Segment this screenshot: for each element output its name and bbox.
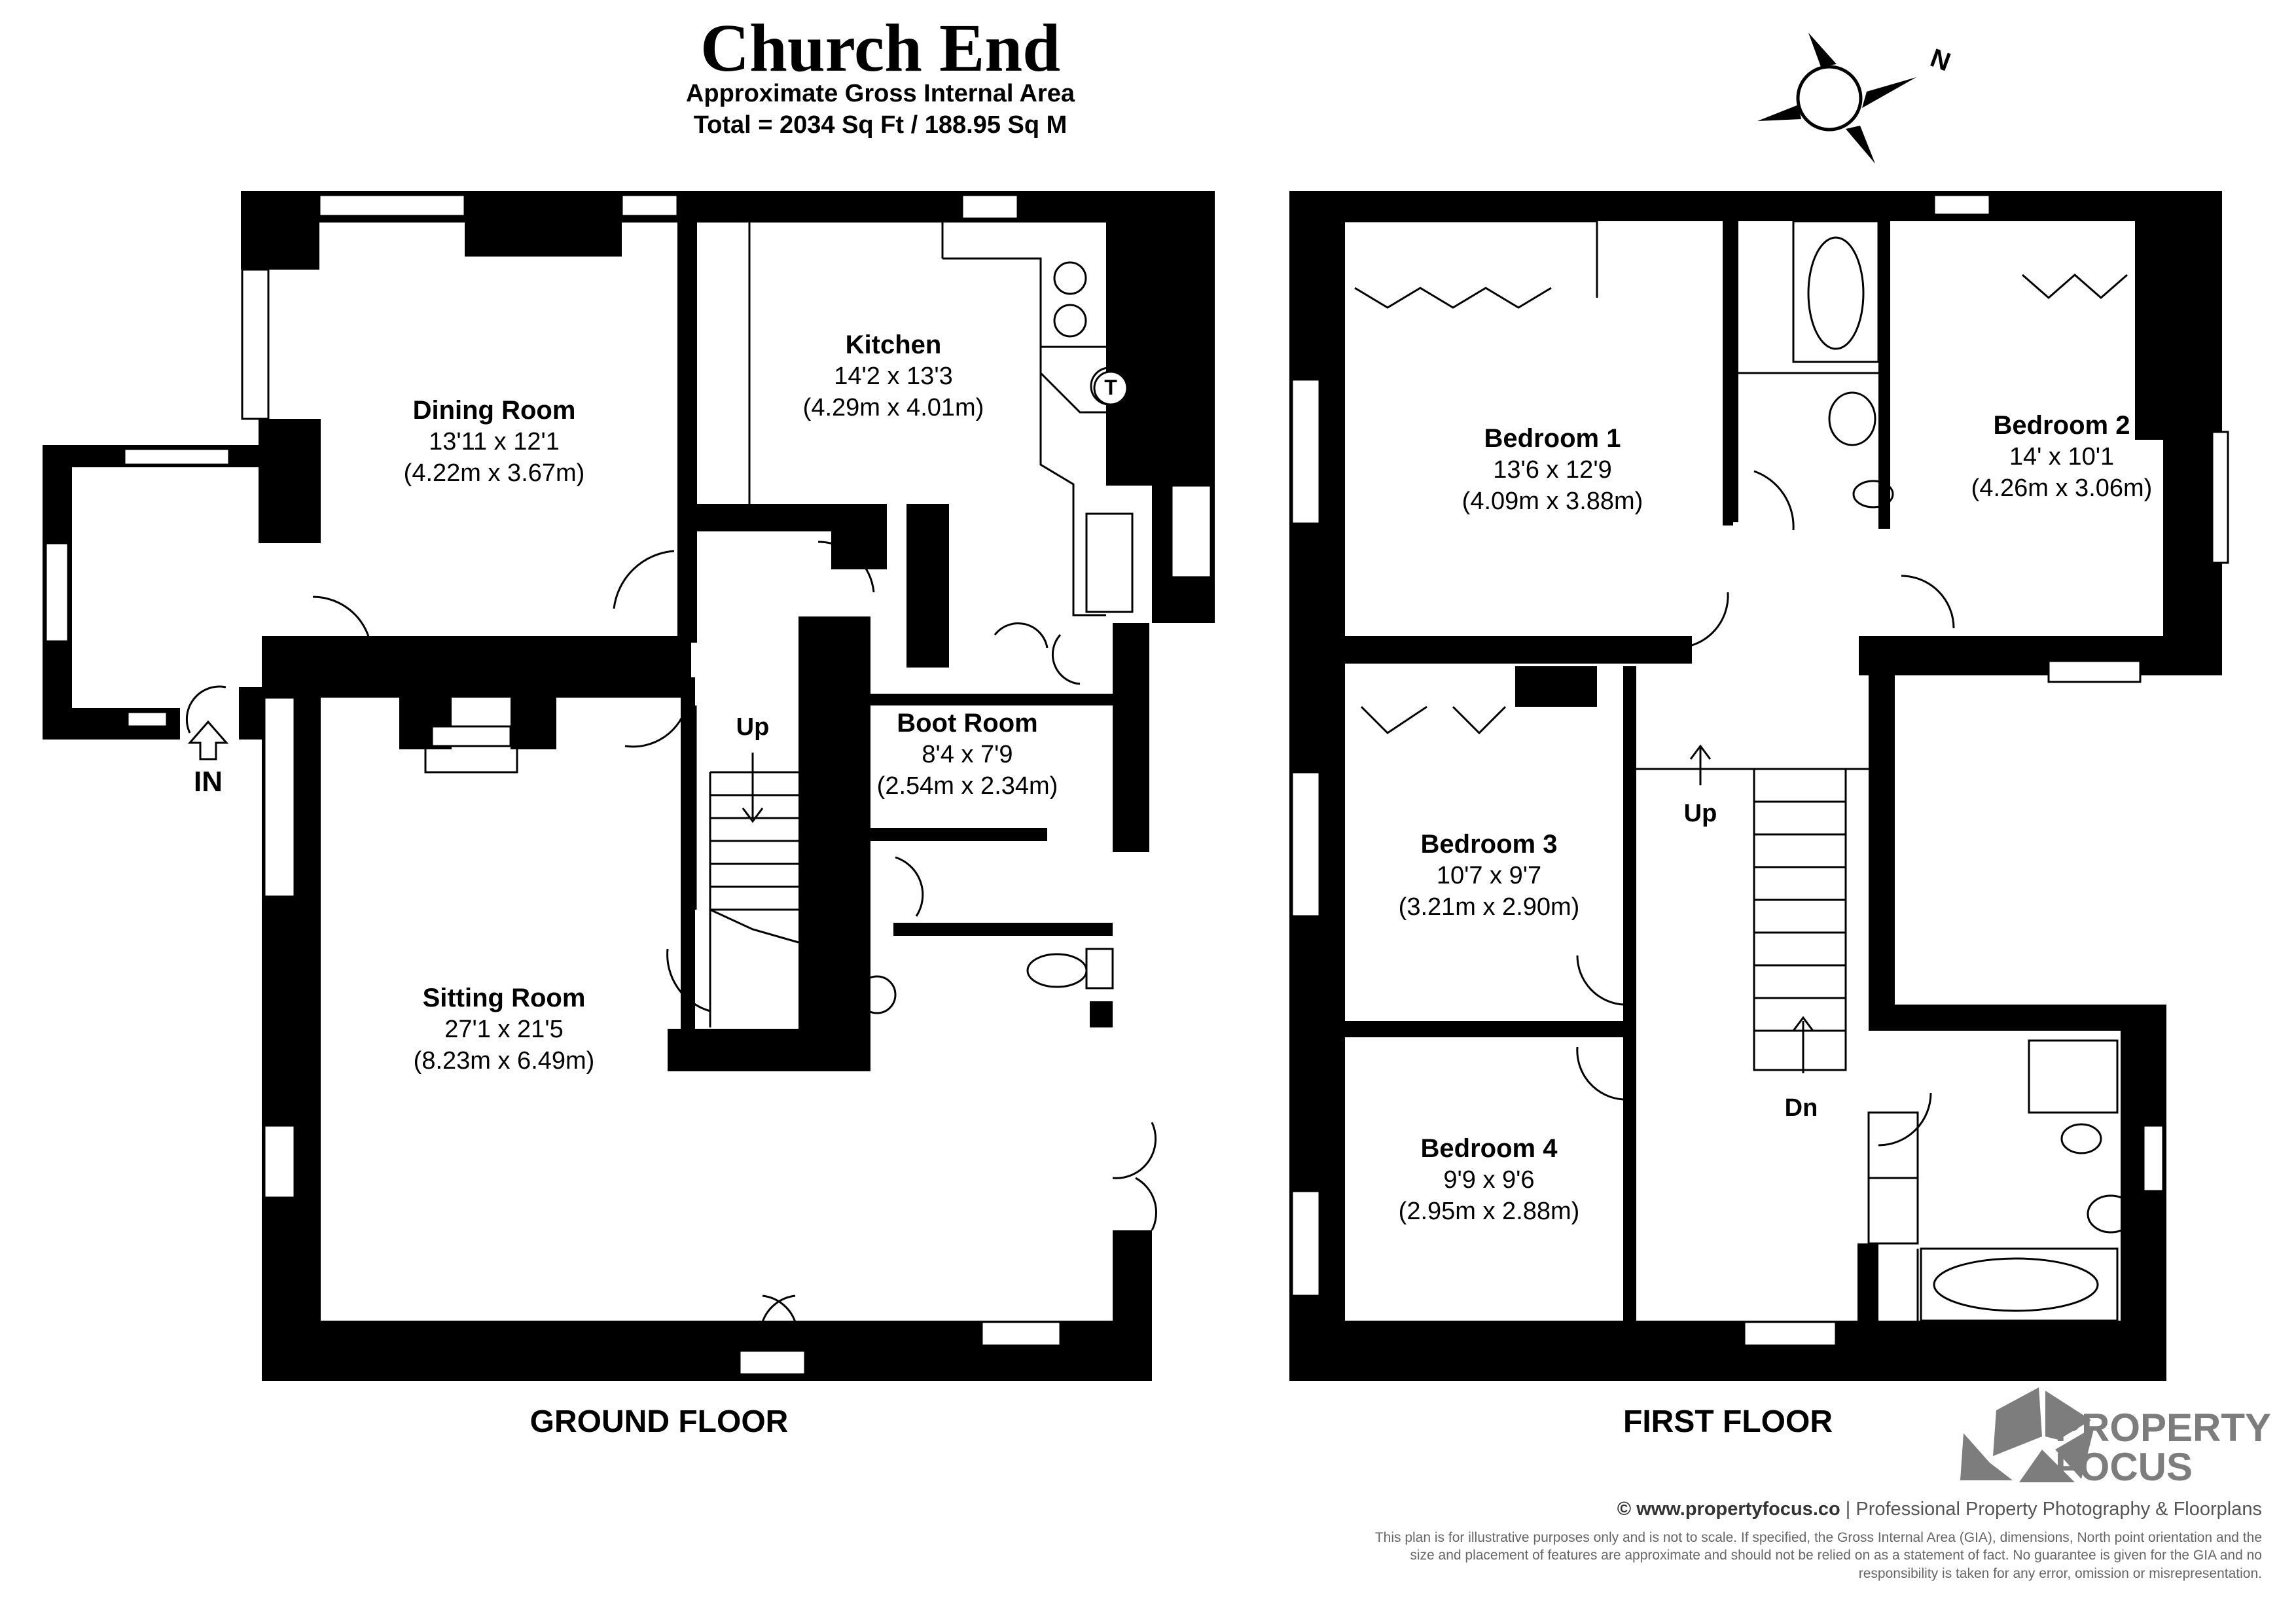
tank-label: T: [1104, 376, 1117, 399]
room-name: Bedroom 3: [1420, 830, 1558, 859]
room-size-metric: (4.26m x 3.06m): [1971, 474, 2153, 502]
room-bedroom-1: Bedroom 1 13'6 x 12'9 (4.09m x 3.88m): [1462, 422, 1643, 517]
room-size-metric: (2.95m x 2.88m): [1398, 1197, 1580, 1225]
ground-floor-label: GROUND FLOOR: [529, 1404, 789, 1439]
first-floor-walls: [1289, 191, 2222, 1381]
room-size-imperial: 14' x 10'1: [2009, 443, 2115, 471]
room-size-imperial: 14'2 x 13'3: [834, 363, 953, 390]
room-size-metric: (2.54m x 2.34m): [876, 772, 1058, 800]
first-floor-label: FIRST FLOOR: [1623, 1404, 1833, 1439]
stairs-down-first: Dn: [1784, 1094, 1818, 1122]
area-subtitle: Approximate Gross Internal Area: [685, 80, 1075, 107]
credit-separator: |: [1840, 1499, 1856, 1520]
credit-site: © www.propertyfocus.co: [1617, 1499, 1840, 1520]
room-size-metric: (3.21m x 2.90m): [1398, 893, 1580, 921]
area-total: Total = 2034 Sq Ft / 188.95 Sq M: [693, 111, 1067, 139]
room-name: Bedroom 2: [1993, 411, 2130, 440]
room-size-metric: (4.22m x 3.67m): [403, 459, 585, 487]
room-boot: Boot Room 8'4 x 7'9 (2.54m x 2.34m): [877, 707, 1058, 802]
room-dining: Dining Room 13'11 x 12'1 (4.22m x 3.67m): [404, 394, 585, 489]
room-size-imperial: 9'9 x 9'6: [1443, 1166, 1535, 1194]
room-bedroom-4: Bedroom 4 9'9 x 9'6 (2.95m x 2.88m): [1399, 1132, 1580, 1227]
room-bedroom-3: Bedroom 3 10'7 x 9'7 (3.21m x 2.90m): [1399, 828, 1580, 923]
disclaimer: This plan is for illustrative purposes o…: [1374, 1530, 2262, 1581]
room-size-imperial: 10'7 x 9'7: [1436, 862, 1542, 889]
property-title: Church End: [700, 10, 1061, 86]
room-size-imperial: 27'1 x 21'5: [444, 1016, 564, 1043]
room-name: Dining Room: [412, 396, 576, 425]
property-focus-logo: [1960, 1387, 2094, 1482]
compass-rose: [1757, 33, 1916, 164]
room-bedroom-2: Bedroom 2 14' x 10'1 (4.26m x 3.06m): [1971, 409, 2153, 504]
brand-line-1: PROPERTY: [2055, 1406, 2272, 1450]
entrance-arrow: [187, 720, 229, 760]
stairs-up-ground: Up: [736, 713, 770, 741]
room-size-imperial: 13'11 x 12'1: [429, 428, 560, 455]
first-floor-fittings: [1345, 220, 2135, 1322]
room-name: Bedroom 4: [1420, 1134, 1558, 1163]
room-size-metric: (4.09m x 3.88m): [1462, 487, 1643, 515]
ground-floor-walls: [43, 191, 1215, 1381]
credit-tagline: Professional Property Photography & Floo…: [1856, 1499, 2262, 1520]
brand-line-2: FOCUS: [2055, 1445, 2193, 1489]
credit-line: © www.propertyfocus.co | Professional Pr…: [1617, 1499, 2262, 1520]
room-sitting: Sitting Room 27'1 x 21'5 (8.23m x 6.49m): [414, 982, 595, 1077]
room-size-metric: (4.29m x 4.01m): [802, 393, 984, 421]
first-floor-windows: [1291, 194, 2229, 1347]
hot-water-tank: [1093, 370, 1128, 406]
room-size-imperial: 13'6 x 12'9: [1493, 456, 1612, 484]
entrance-label: IN: [194, 766, 223, 798]
stairs-up-first: Up: [1683, 800, 1717, 827]
room-name: Boot Room: [897, 709, 1038, 738]
stair-arrows: [742, 744, 1814, 1073]
ground-floor-fittings: [185, 223, 1157, 1323]
room-name: Kitchen: [845, 330, 942, 359]
room-size-metric: (8.23m x 6.49m): [413, 1046, 595, 1075]
ground-floor-windows: [45, 194, 1212, 1376]
room-name: Bedroom 1: [1484, 424, 1621, 453]
room-size-imperial: 8'4 x 7'9: [922, 741, 1013, 768]
room-kitchen: Kitchen 14'2 x 13'3 (4.29m x 4.01m): [803, 329, 984, 423]
room-name: Sitting Room: [422, 984, 586, 1012]
